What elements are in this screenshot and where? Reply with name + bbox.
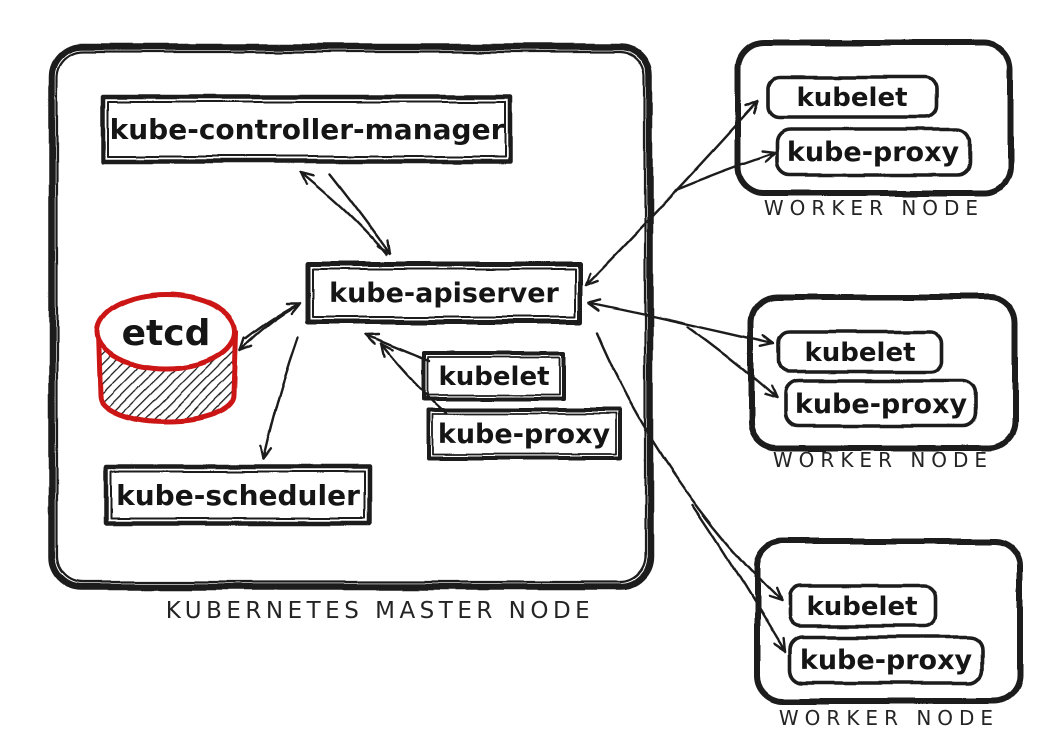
worker-1-kube-proxy-box: kube-proxy	[775, 127, 972, 177]
worker-node-3-label: WORKER NODE	[779, 706, 999, 730]
worker-3-kubelet-border	[787, 584, 937, 628]
controller-manager-box: kube-controller-manager	[100, 94, 513, 164]
master-kubelet-border-inner	[427, 356, 561, 396]
etcd-cylinder: etcd	[94, 292, 239, 425]
arrow-apiserver-to-scheduler	[259, 335, 300, 461]
arrow-apiserver-to-controller-manager	[299, 170, 388, 256]
worker-3-kube-proxy-box: kube-proxy	[788, 635, 984, 685]
master-node-border-inner	[55, 50, 647, 584]
worker-1-kubelet-border	[766, 75, 938, 119]
arrow-kube-proxy-to-apiserver	[379, 342, 448, 415]
master-kubelet-label: kubelet	[438, 362, 549, 392]
arrow-apiserver-to-worker1-kube-proxy	[674, 150, 777, 192]
arrow-kubelet-to-apiserver	[364, 333, 431, 363]
arrow-apiserver-to-worker3-kube-proxy	[691, 503, 787, 654]
controller-manager-border	[100, 94, 513, 164]
worker-3-kube-proxy-border	[788, 635, 984, 685]
master-kubelet-border	[422, 351, 566, 401]
worker-1-kube-proxy-label: kube-proxy	[787, 137, 960, 168]
worker-node-2: kubelet kube-proxy WORKER NODE	[748, 294, 1018, 472]
worker-1-kubelet-box: kubelet	[766, 75, 938, 119]
worker-3-kubelet-label: kubelet	[806, 592, 917, 622]
worker-node-1-label: WORKER NODE	[764, 196, 984, 220]
worker-2-kube-proxy-label: kube-proxy	[795, 389, 968, 420]
arrow-apiserver-to-worker2-kube-proxy	[686, 325, 779, 400]
apiserver-label: kube-apiserver	[329, 278, 559, 309]
worker-node-2-label: WORKER NODE	[773, 448, 993, 472]
master-kube-proxy-border	[426, 408, 622, 460]
etcd-top	[94, 292, 238, 372]
worker-node-1: kubelet kube-proxy WORKER NODE	[735, 40, 1013, 220]
worker-3-kubelet-box: kubelet	[787, 584, 937, 628]
worker-2-kubelet-box: kubelet	[777, 330, 944, 374]
arrow-apiserver-to-worker1-kubelet	[584, 99, 760, 287]
controller-manager-border-inner	[107, 101, 506, 157]
scheduler-label: kube-scheduler	[116, 479, 360, 512]
scheduler-box: kube-scheduler	[103, 464, 373, 526]
controller-manager-label: kube-controller-manager	[110, 113, 505, 146]
worker-1-kubelet-label: kubelet	[796, 83, 907, 113]
arrow-etcd-to-apiserver	[244, 301, 302, 340]
master-kube-proxy-border-inner	[431, 413, 617, 455]
worker-2-kubelet-border	[777, 330, 944, 374]
worker-3-kube-proxy-label: kube-proxy	[800, 645, 973, 676]
master-kube-proxy-label: kube-proxy	[438, 419, 611, 450]
apiserver-box: kube-apiserver	[305, 261, 583, 325]
arrows	[238, 99, 787, 654]
worker-1-kube-proxy-border	[775, 127, 972, 177]
master-kube-proxy-box: kube-proxy	[426, 408, 622, 460]
master-node-label: KUBERNETES MASTER NODE	[166, 598, 594, 624]
arrow-apiserver-to-worker2-kubelet	[587, 298, 776, 348]
arrow-apiserver-to-worker3-kubelet	[595, 331, 783, 603]
scheduler-border	[103, 464, 373, 526]
master-kubelet-box: kubelet	[422, 351, 566, 401]
apiserver-border	[305, 261, 583, 325]
master-node: kube-controller-manager kube-apiserver e…	[48, 43, 654, 624]
worker-node-3: kubelet kube-proxy WORKER NODE	[754, 538, 1023, 730]
scheduler-border-inner	[110, 471, 366, 519]
etcd-label: etcd	[122, 313, 211, 354]
worker-2-kube-proxy-border	[784, 379, 978, 428]
worker-2-kube-proxy-box: kube-proxy	[784, 379, 978, 428]
apiserver-border-inner	[312, 268, 576, 318]
worker-2-kubelet-label: kubelet	[804, 338, 915, 368]
arrow-controller-manager-to-apiserver	[328, 172, 391, 255]
